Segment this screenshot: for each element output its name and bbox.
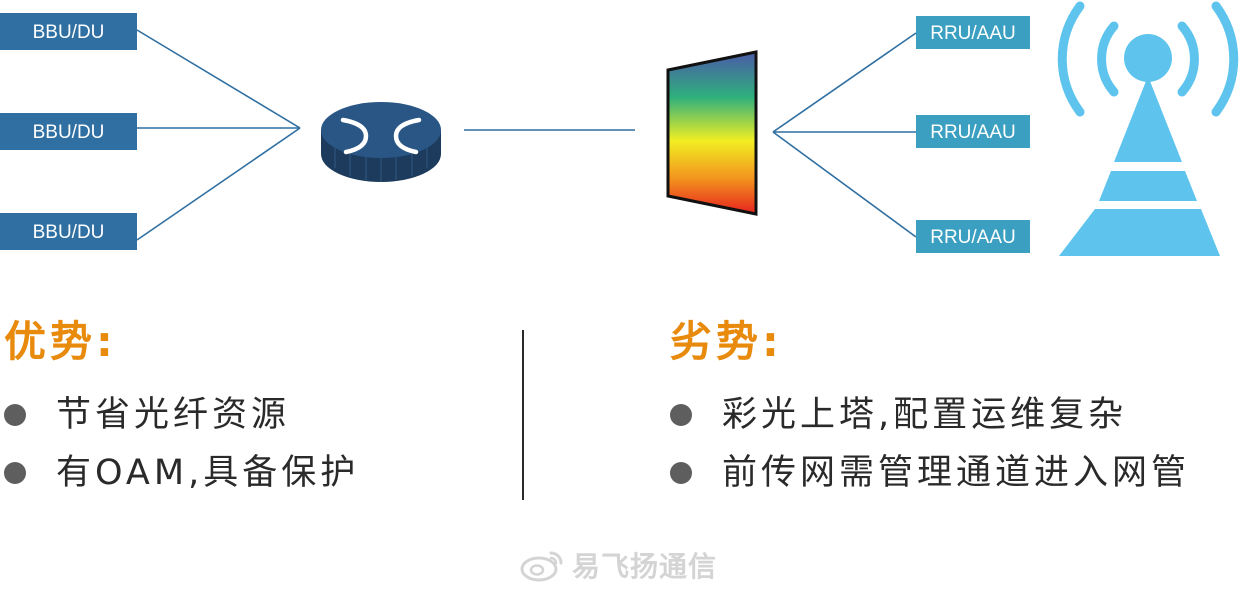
advantage-text: 有OAM,具备保护 [56, 453, 360, 493]
rru-node: RRU/AAU [916, 220, 1030, 253]
router-icon [321, 102, 441, 182]
disadvantage-text: 前传网需管理通道进入网管 [722, 453, 1191, 493]
network-diagram: BBU/DU BBU/DU BBU/DU RRU/AAU RRU [0, 1, 1239, 256]
cell-tower-icon [1057, 1, 1239, 256]
rru-node: RRU/AAU [916, 115, 1030, 148]
bbu-node: BBU/DU [0, 13, 137, 50]
bbu-node: BBU/DU [0, 113, 137, 150]
svg-text:RRU/AAU: RRU/AAU [930, 227, 1016, 248]
svg-text:BBU/DU: BBU/DU [33, 122, 105, 143]
watermark-text: 易飞扬通信 [572, 550, 718, 583]
rru-node: RRU/AAU [916, 16, 1030, 49]
advantages-title: 优势: [4, 317, 117, 366]
weibo-logo-icon [520, 551, 563, 582]
svg-text:BBU/DU: BBU/DU [33, 22, 105, 43]
rru-links [772, 32, 917, 238]
bbu-link [136, 127, 301, 241]
wdm-multiplexer-icon [666, 50, 758, 216]
bullet-icon [670, 404, 692, 426]
bbu-node: BBU/DU [0, 213, 137, 250]
column-divider [522, 330, 524, 500]
advantage-text: 节省光纤资源 [56, 395, 291, 435]
disadvantages-title: 劣势: [670, 317, 783, 366]
watermark: 易飞扬通信 [520, 545, 717, 585]
disadvantage-text: 彩光上塔,配置运维复杂 [722, 395, 1128, 435]
rru-link [772, 131, 917, 238]
bbu-link [136, 29, 301, 129]
rru-link [772, 32, 917, 133]
bullet-icon [4, 404, 26, 426]
bullet-icon [4, 462, 26, 484]
svg-text:RRU/AAU: RRU/AAU [930, 122, 1016, 143]
bbu-links [136, 29, 301, 241]
bullet-icon [670, 462, 692, 484]
svg-text:BBU/DU: BBU/DU [33, 222, 105, 243]
svg-text:RRU/AAU: RRU/AAU [930, 23, 1016, 44]
